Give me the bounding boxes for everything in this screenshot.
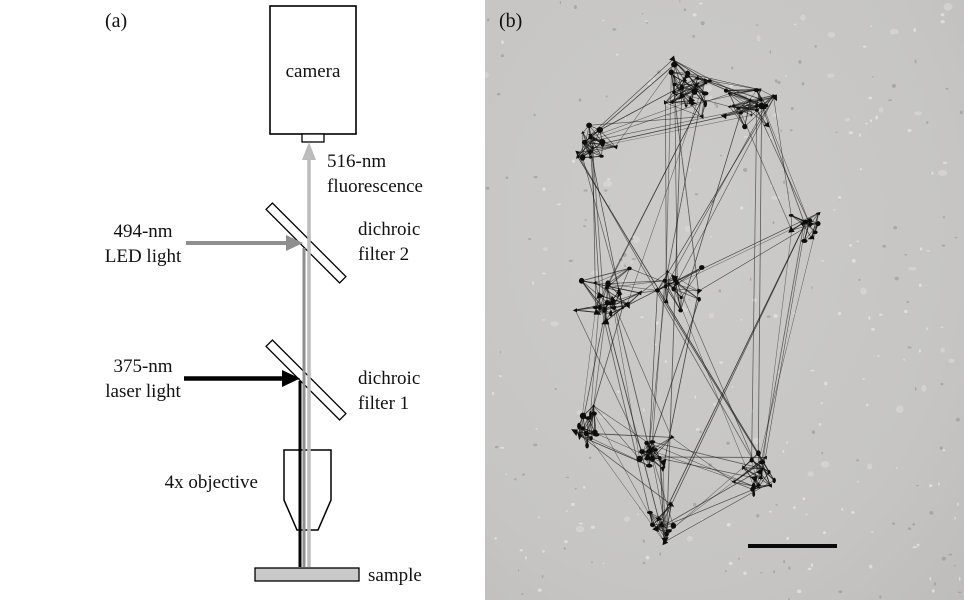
fluorescence-label-line2: fluorescence — [327, 176, 423, 197]
micrograph-background — [485, 0, 964, 600]
dichroic2-label-line1: dichroic — [358, 219, 420, 240]
optical-schematic-svg: (a) camera 516-nm fluorescence 494-nm LE… — [105, 5, 423, 586]
dichroic2-label-line2: filter 2 — [358, 244, 409, 265]
micrograph-speckles — [485, 0, 963, 600]
panel-b-micrograph: (b) — [485, 0, 964, 600]
laser-label-line1: 375-nm — [113, 356, 172, 377]
objective-label: 4x objective — [165, 472, 258, 493]
led-label-line2: LED light — [105, 246, 182, 267]
sample-label: sample — [368, 565, 422, 586]
network-nodes — [571, 55, 821, 546]
laser-arrowhead-icon — [282, 370, 300, 387]
fluorescence-label-line1: 516-nm — [327, 151, 386, 172]
micrograph-svg: (b) — [485, 0, 964, 600]
dichroic1-label-line2: filter 1 — [358, 393, 409, 414]
camera-label: camera — [286, 61, 341, 82]
led-arrowhead-icon — [286, 235, 303, 251]
camera-box — [269, 5, 357, 135]
led-label-line1: 494-nm — [113, 221, 172, 242]
sample-bar — [254, 567, 360, 582]
panel-b-label: (b) — [499, 10, 522, 32]
panel-a-label: (a) — [105, 10, 127, 32]
laser-label-line2: laser light — [105, 381, 181, 402]
network-edges — [574, 59, 819, 543]
panel-a-optical-schematic: (a) camera 516-nm fluorescence 494-nm LE… — [104, 5, 423, 586]
fluorescence-arrowhead-icon — [302, 142, 316, 160]
camera-lens-mount — [301, 133, 325, 143]
dichroic1-label-line1: dichroic — [358, 368, 420, 389]
